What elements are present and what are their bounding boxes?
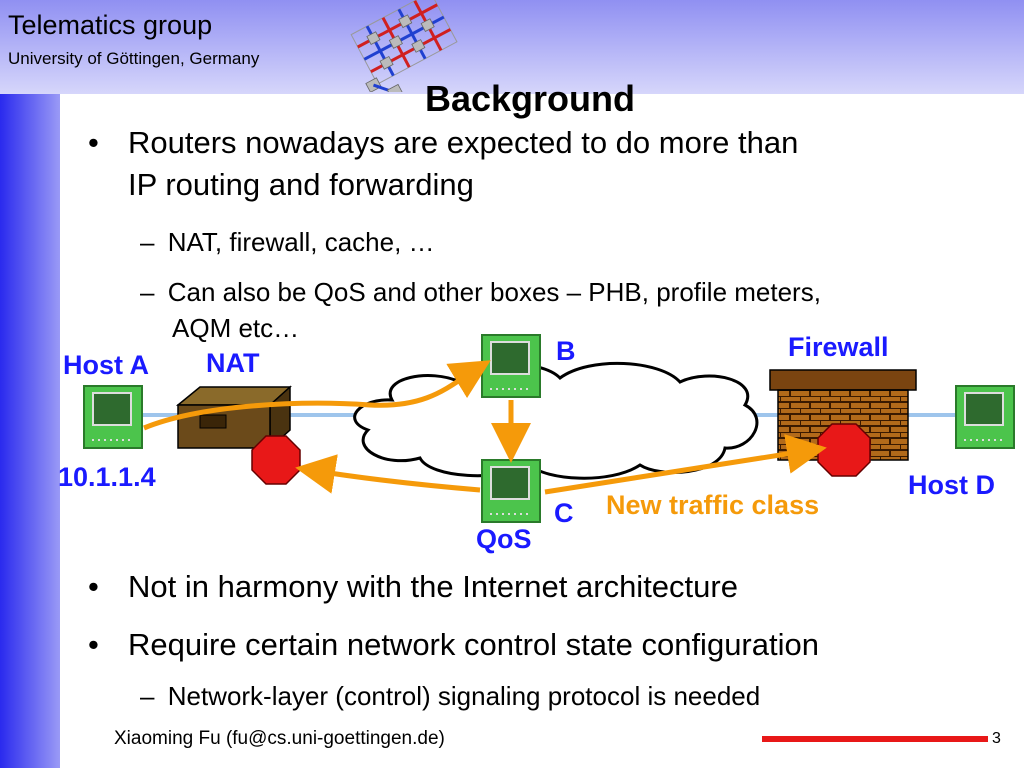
brand-title: Telematics group	[8, 10, 213, 40]
label-new-traffic-class: New traffic class	[606, 490, 820, 520]
network-grid-logo-icon	[350, 0, 458, 92]
page-number: 3	[992, 730, 1001, 747]
bullet-dot: •	[88, 569, 99, 604]
host-d-computer-icon	[955, 385, 1015, 449]
bullet-text: Not in harmony with the Internet archite…	[128, 569, 738, 604]
footer-red-bar	[762, 736, 988, 742]
sub-bullet-text: Network-layer (control) signaling protoc…	[167, 681, 761, 711]
bullet-text-line1: Routers nowadays are expected to do more…	[128, 125, 799, 160]
label-nat: NAT	[206, 348, 260, 378]
host-a-computer-icon	[83, 385, 143, 449]
router-b-computer-icon	[481, 334, 541, 398]
label-qos: QoS	[476, 524, 532, 554]
sub-bullet-qos-line2: AQM etc…	[172, 313, 300, 343]
slide-title: Background	[424, 78, 636, 119]
label-router-b: B	[556, 336, 576, 366]
label-router-c: C	[554, 498, 574, 528]
label-ip-address: 10.1.1.4	[58, 462, 156, 492]
router-c-computer-icon	[481, 459, 541, 523]
internet-cloud	[353, 361, 759, 480]
dash-marker: –	[140, 227, 155, 257]
dash-marker: –	[140, 277, 155, 307]
label-host-d: Host D	[908, 470, 995, 500]
nat-stop-sign-icon	[251, 435, 301, 485]
firewall-stop-sign-icon	[817, 423, 871, 477]
sub-bullet-nat: – NAT, firewall, cache, …	[140, 224, 435, 260]
sub-bullet-text-line1: Can also be QoS and other boxes – PHB, p…	[167, 277, 821, 307]
left-gradient-band	[0, 0, 60, 768]
label-firewall: Firewall	[788, 332, 889, 362]
arrow-host-a-to-b	[143, 360, 491, 431]
top-gradient-band	[0, 0, 1024, 94]
bullet-dot: •	[88, 627, 99, 662]
bullet-text: Require certain network control state co…	[128, 627, 819, 662]
sub-bullet-qos: – Can also be QoS and other boxes – PHB,…	[140, 274, 821, 310]
dash-marker: –	[140, 681, 155, 711]
bullet-text-line2: IP routing and forwarding	[128, 167, 474, 202]
arrow-c-to-nat	[295, 454, 481, 494]
label-host-a: Host A	[63, 350, 149, 380]
bullet-dot: •	[88, 125, 99, 160]
brand-subtitle: University of Göttingen, Germany	[8, 49, 260, 68]
sub-bullet-text: NAT, firewall, cache, …	[167, 227, 435, 257]
arrow-to-firewall	[544, 434, 827, 495]
footer-author: Xiaoming Fu (fu@cs.uni-goettingen.de)	[114, 728, 445, 749]
sub-bullet-signaling: – Network-layer (control) signaling prot…	[140, 678, 760, 714]
